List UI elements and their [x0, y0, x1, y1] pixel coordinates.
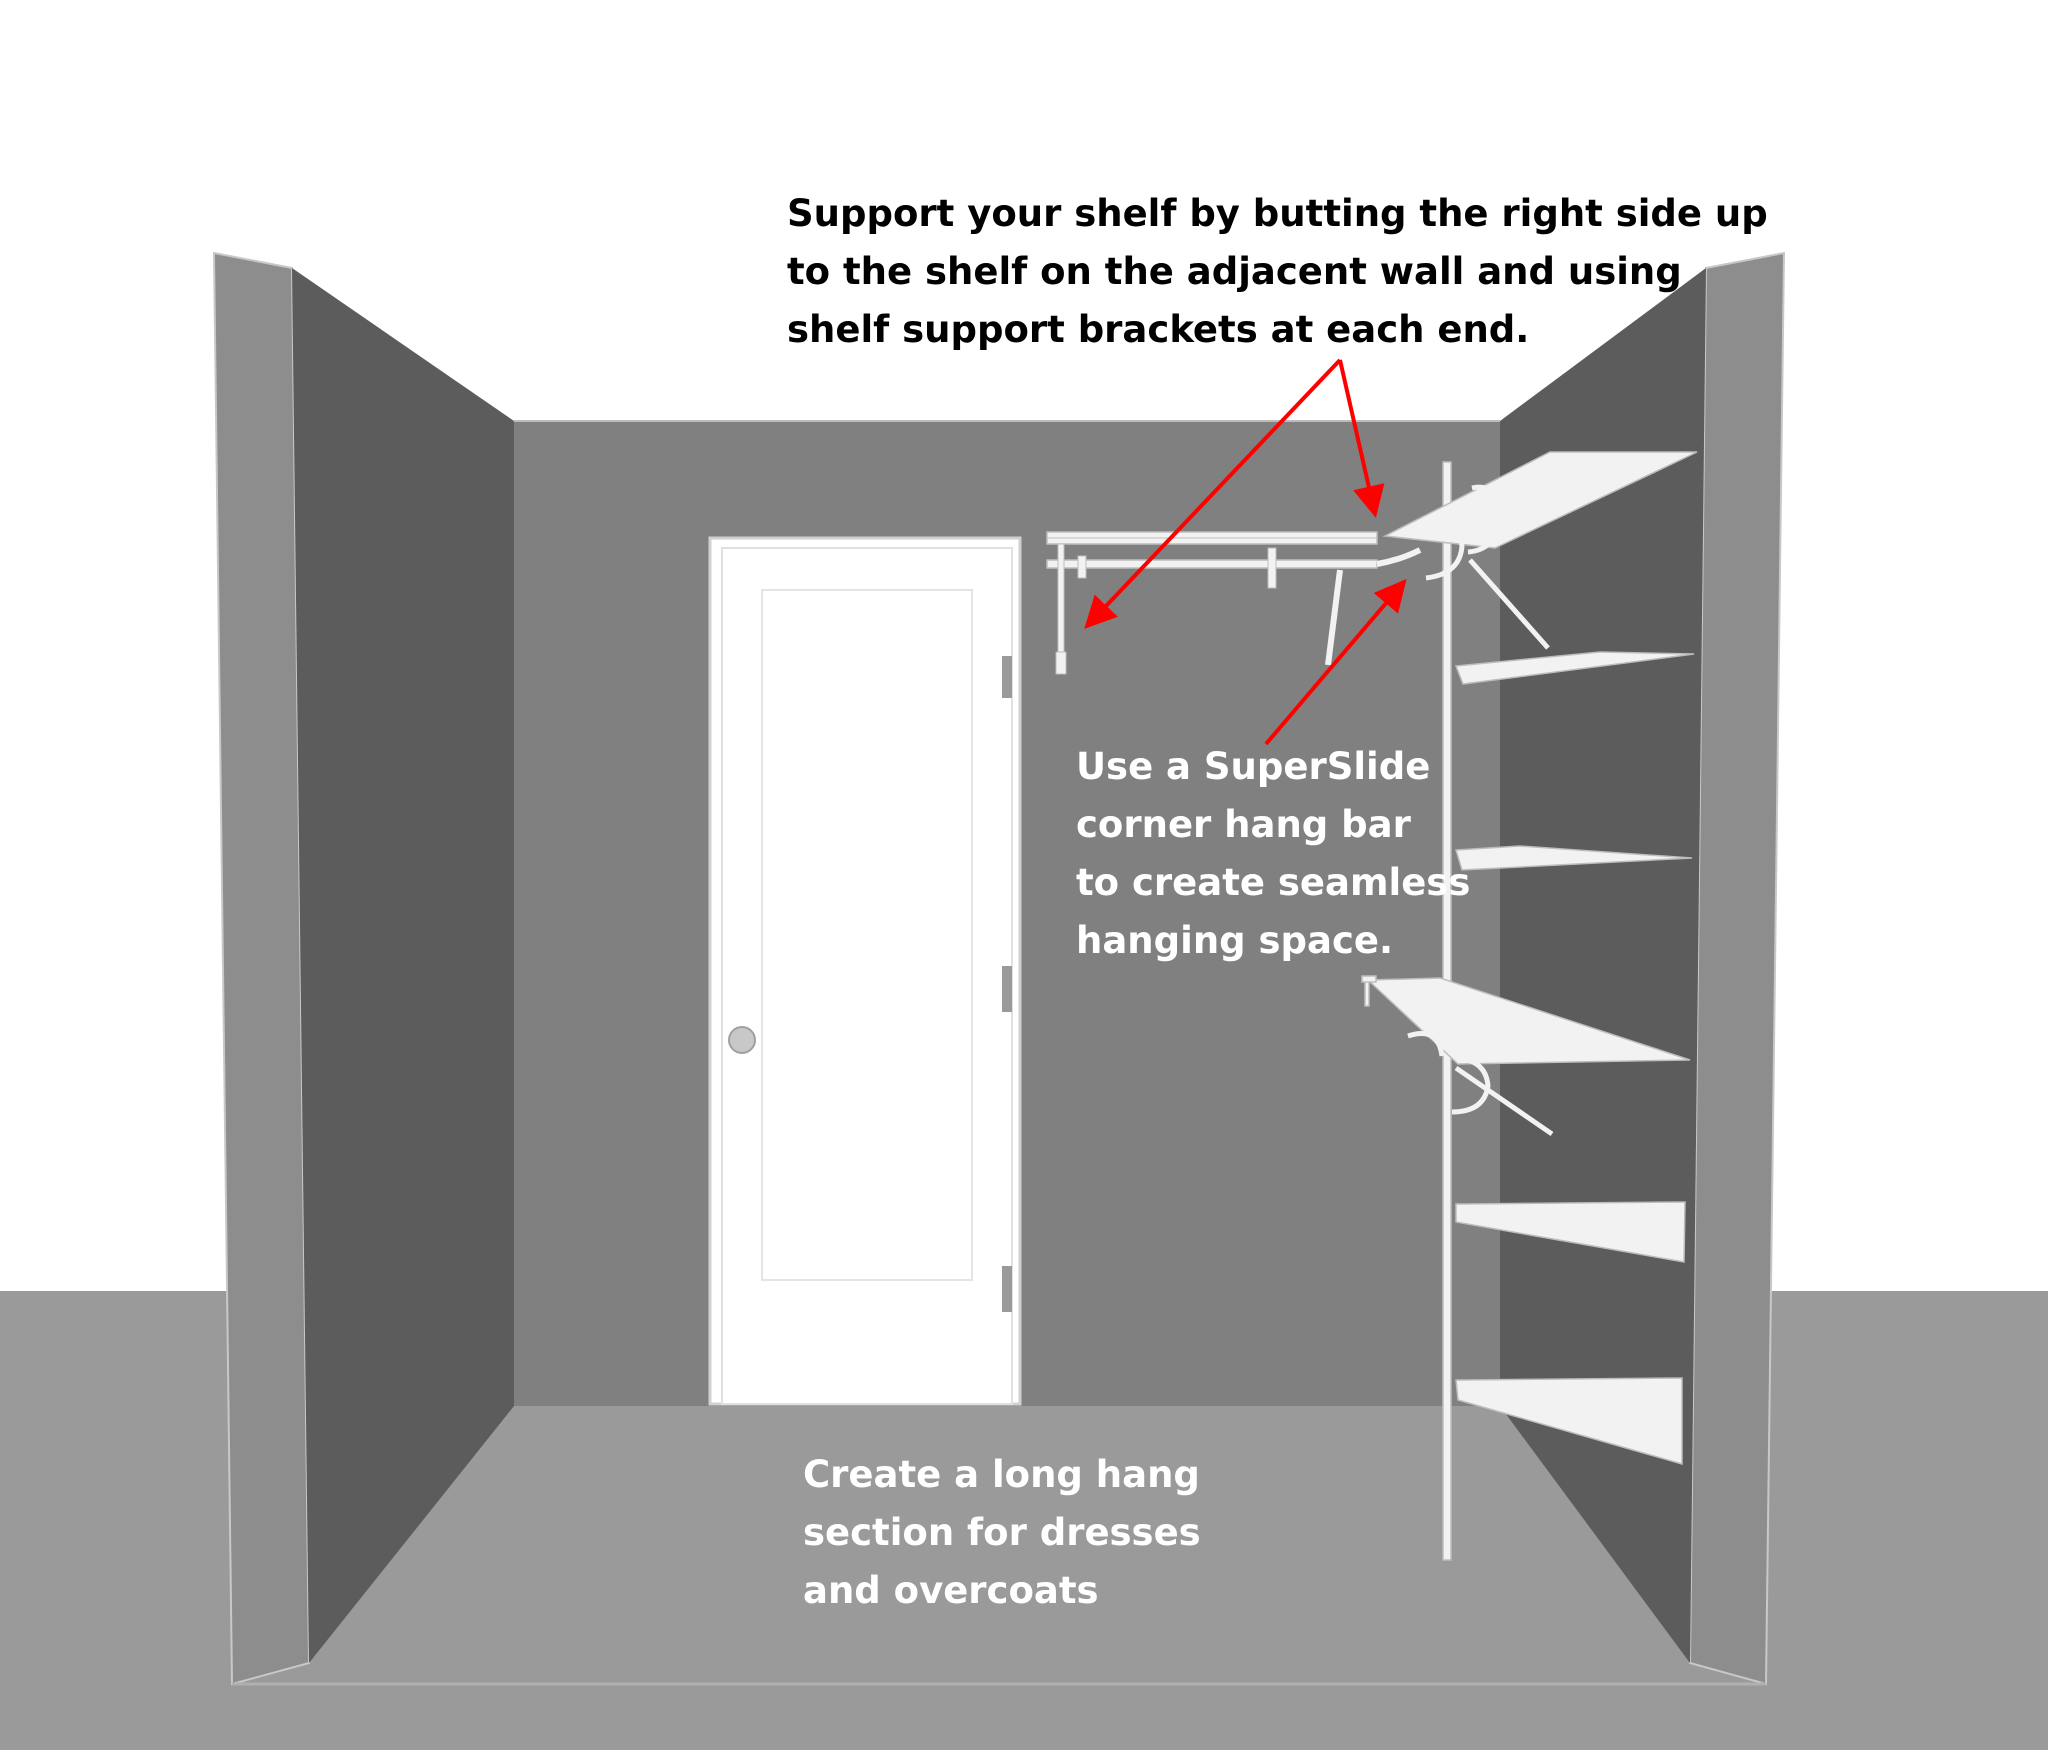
support-shelf-annotation: Support your shelf by butting the right … — [787, 192, 1768, 351]
door — [708, 536, 1022, 1406]
shelf-2 — [1454, 651, 1695, 685]
left-wall — [292, 268, 514, 1663]
closet-floor — [309, 1406, 1690, 1663]
arrow-to-right-bracket — [1338, 359, 1385, 518]
arrow-to-left-bracket — [1084, 358, 1342, 629]
callout-arrows — [1084, 358, 1407, 746]
hinge-middle — [1002, 966, 1012, 1012]
arrow-to-corner-bar — [1264, 578, 1407, 746]
shelf-6 — [1455, 1377, 1683, 1465]
long-hang-annotation: Create a long hang section for dresses a… — [803, 1453, 1201, 1612]
shelf-3 — [1455, 845, 1693, 871]
door-knob — [728, 1026, 756, 1054]
right-wall — [1500, 268, 1706, 1663]
corner-hang-bar — [1361, 975, 1377, 1007]
superslide-annotation: Use a SuperSlide corner hang bar to crea… — [1076, 745, 1471, 962]
left-support-bracket — [1057, 543, 1065, 657]
shelf-1 — [1382, 451, 1698, 549]
hinge-top — [1002, 656, 1012, 698]
hinge-bottom — [1002, 1266, 1012, 1312]
shelf-5 — [1455, 1201, 1686, 1263]
right-wall-shelves — [1366, 451, 1698, 1465]
back-wall-shelf — [1046, 531, 1422, 675]
